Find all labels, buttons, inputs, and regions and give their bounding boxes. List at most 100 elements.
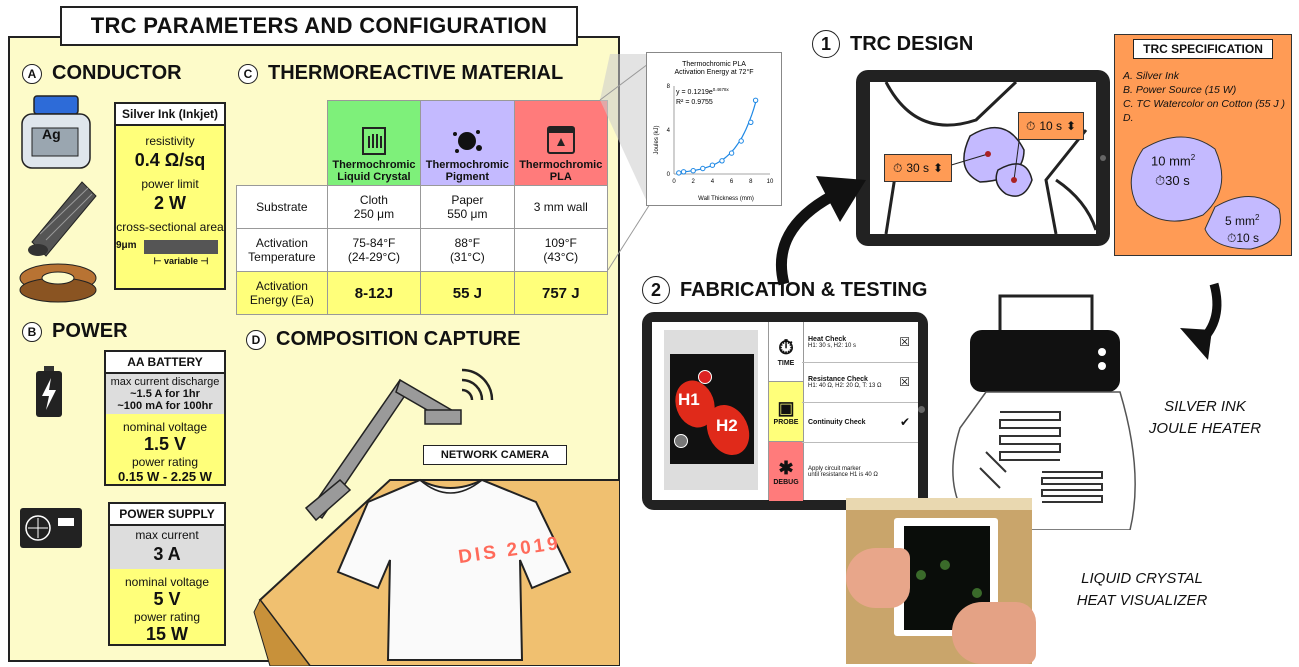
camera-view: H1 H2 [664,330,758,490]
x-tick-label: 4 [711,179,715,185]
check-box-icon[interactable]: ☒ [899,335,910,349]
y-tick-label: 0 [667,172,671,178]
arrow-fab-to-design [775,176,866,286]
row-label: Activation Temperature [236,228,328,272]
data-point [738,138,744,144]
conductor-title: CONDUCTOR [52,62,182,84]
chart-frame [646,52,782,206]
thickness-label: 9μm [116,240,137,251]
region-1-time: ⏱30 s [1155,173,1190,188]
resistivity-value: 0.4 Ω/sq [134,150,206,170]
power-supply-icon [20,508,82,548]
fab-title: FABRICATION & TESTING [680,278,928,301]
tool-debug[interactable]: ✱DEBUG [769,442,803,501]
check-mark-icon[interactable]: ✔ [899,415,910,429]
region-2-time: ⏱10 s [1227,231,1260,245]
trc-specification: TRC SPECIFICATION A. Silver Ink B. Power… [1114,34,1292,256]
power-limit-label: power limit [141,177,199,191]
section-d-marker: D [246,329,266,350]
stepper-icon[interactable]: ⬍ [933,161,944,175]
conductor-heading: A CONDUCTOR [22,62,182,85]
supply-max-value: 3 A [153,544,181,564]
list-item[interactable]: Continuity Check ✔ [802,402,918,443]
stepper-icon[interactable]: ⬍ [1066,119,1077,133]
page-title: TRC PARAMETERS AND CONFIGURATION [60,6,578,46]
pigment-splat-icon [453,130,483,153]
chart-equation: y = 0.1219e0.4678x [676,87,730,96]
cell: 88°F (31°C) [420,228,515,272]
joule-heater-trace [979,411,1103,503]
supply-voltage-label: nominal voltage [124,575,210,589]
liquid-crystal-icon [361,127,386,155]
thermal-image: H1 H2 [668,354,758,464]
silver-ink-card-title: Silver Ink (Inkjet) [116,104,224,126]
ink-label: Ag [42,126,61,142]
battery-max-line2: ~100 mA for 100hr [117,400,213,412]
row-label: Activation Energy (Ea) [236,271,328,315]
spec-item: A. Silver Ink [1123,70,1180,82]
timer-control-1[interactable]: ⏱ 30 s ⬍ [884,154,952,182]
battery-max-line1: ~1.5 A for 1hr [130,388,200,400]
data-point [719,158,725,164]
spec-regions [1130,136,1281,250]
bug-icon: ✱ [778,457,794,478]
col-pla: Thermochromic PLA [513,100,609,186]
design-title: TRC DESIGN [850,32,974,55]
check-box-icon[interactable]: ☒ [899,375,910,389]
capture-heading: D COMPOSITION CAPTURE [246,328,520,351]
data-point [728,150,735,156]
stopwatch-icon: ⏱ [778,336,794,359]
y-tick-label: 4 [667,128,671,134]
chart-callout-lines [599,54,651,271]
table-row: Activation Energy (Ea) 8-12J 55 J 757 J [236,271,609,315]
battery-card: AA BATTERY max current discharge ~1.5 A … [104,350,226,486]
cell: 3 mm wall [513,185,609,229]
network-camera-label: NETWORK CAMERA [423,445,567,465]
tool-probe[interactable]: ▣PROBE [769,382,803,442]
design-heading: 1 TRC DESIGN [812,30,973,58]
table-row: Substrate Cloth 250 μm Paper 550 μm 3 mm… [236,185,609,229]
data-point [680,169,687,175]
spec-items: A. Silver Ink B. Power Source (15 W) C. … [1123,69,1285,125]
stopwatch-icon: ⏱ [892,160,903,175]
battery-icon [36,366,62,417]
copper-tape-icon [19,263,97,303]
wire-spool-icon [28,181,97,257]
region-2-area: 5 mm2 [1225,213,1260,228]
supply-voltage-value: 5 V [153,589,181,609]
cell: 109°F (43°C) [513,228,609,272]
h1-label: H1 [678,390,700,409]
section-a-marker: A [22,63,42,84]
x-tick-label: 0 [672,179,676,185]
cell: 75-84°F (24-29°C) [326,228,422,272]
width-label: ⊢ variable ⊣ [153,256,209,266]
ink-bottle-icon [21,95,91,169]
3d-printer-icon [546,126,575,154]
battery-title: AA BATTERY [106,352,224,374]
supply-rating-value: 15 W [145,624,188,644]
conductor-illustrations [19,95,97,303]
material-title: THERMOREACTIVE MATERIAL [268,62,564,84]
region-1-area: 10 mm2 [1151,153,1196,169]
spec-title: TRC SPECIFICATION [1133,39,1273,59]
tool-time[interactable]: ⏱TIME [769,322,803,382]
cross-section-bar [144,240,218,254]
battery-voltage-value: 1.5 V [143,434,187,454]
data-point [709,162,716,168]
x-tick-label: 10 [767,179,774,185]
timer-control-2[interactable]: ⏱ 10 s ⬍ [1018,112,1084,140]
material-table: Thermochromic Liquid Crystal Thermochrom… [236,100,609,315]
x-tick-label: 2 [692,179,696,185]
cell: 8-12J [326,271,422,315]
printer-illustration [952,294,1136,530]
multimeter-icon: ▣ [777,397,795,418]
row-label: Substrate [236,185,328,229]
data-point [752,97,759,103]
power-supply-card: POWER SUPPLY max current 3 A nominal vol… [108,502,226,646]
